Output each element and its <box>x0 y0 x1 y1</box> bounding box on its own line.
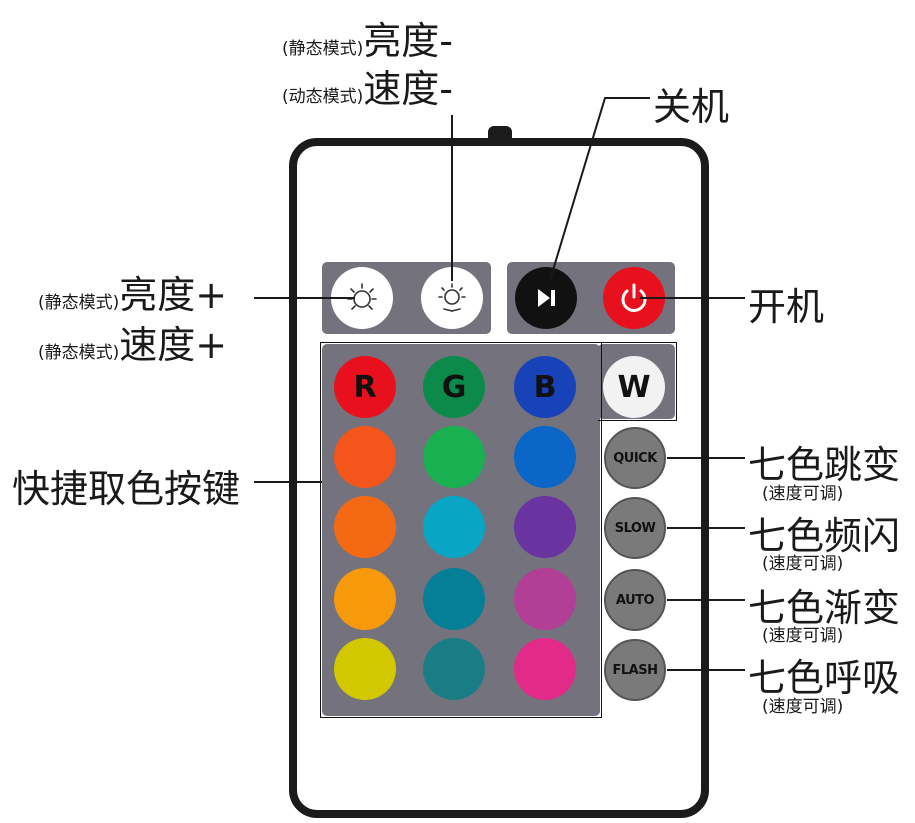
color-button-mid-blue[interactable] <box>514 426 576 488</box>
static-mode-note: (静态模式) <box>282 39 364 59</box>
play-pause-button[interactable] <box>515 267 577 329</box>
green-button[interactable]: G <box>423 356 485 418</box>
dynamic-mode-note: (动态模式) <box>282 87 364 107</box>
slow-label: SLOW <box>614 520 656 536</box>
brightness-down-text: 亮度- <box>363 19 453 63</box>
flash-label: FLASH <box>612 662 658 678</box>
color-button-yellow[interactable] <box>334 638 396 700</box>
color-button-magenta[interactable] <box>514 568 576 630</box>
color-group-label: 快捷取色按键 <box>12 467 241 511</box>
white-label: W <box>617 369 651 405</box>
red-label: R <box>353 369 377 405</box>
color-button-orange[interactable] <box>334 496 396 558</box>
quick-label: QUICK <box>613 450 657 466</box>
color-button-dark-teal[interactable] <box>423 638 485 700</box>
color-button-teal[interactable] <box>423 568 485 630</box>
auto-mode-title: 七色渐变 <box>748 586 901 630</box>
quick-mode-note: (速度可调) <box>762 484 844 504</box>
power-on-label: 开机 <box>748 285 825 329</box>
flash-mode-title: 七色呼吸 <box>748 656 901 700</box>
green-label: G <box>441 369 467 405</box>
auto-mode-note: (速度可调) <box>762 626 844 646</box>
red-button[interactable]: R <box>334 356 396 418</box>
brightness-up-text: 亮度+ <box>119 273 228 317</box>
play-pause-icon <box>538 289 555 307</box>
color-button-amber[interactable] <box>334 568 396 630</box>
sun-down-icon <box>438 283 466 312</box>
brightness-up-label: (静态模式)亮度+ <box>38 264 227 319</box>
quick-button[interactable]: QUICK <box>604 427 666 489</box>
color-button-orange-red[interactable] <box>334 426 396 488</box>
blue-label: B <box>533 369 557 405</box>
speed-up-text: 速度+ <box>119 323 228 367</box>
auto-button[interactable]: AUTO <box>604 569 666 631</box>
color-button-purple[interactable] <box>514 496 576 558</box>
slow-mode-title: 七色频闪 <box>748 514 901 558</box>
color-button-pink[interactable] <box>514 638 576 700</box>
speed-down-label: (动态模式)速度- <box>282 58 453 113</box>
auto-label: AUTO <box>615 592 655 608</box>
white-button[interactable]: W <box>603 356 665 418</box>
slow-mode-note: (速度可调) <box>762 554 844 574</box>
flash-button[interactable]: FLASH <box>604 639 666 701</box>
speed-down-text: 速度- <box>363 67 453 111</box>
static-mode-note: (静态模式) <box>38 293 120 313</box>
blue-button[interactable]: B <box>514 356 576 418</box>
speed-up-label: (静态模式)速度+ <box>38 314 227 369</box>
power-off-label: 关机 <box>653 85 730 129</box>
color-button-light-green[interactable] <box>423 426 485 488</box>
sun-up-icon <box>347 283 377 310</box>
flash-mode-note: (速度可调) <box>762 697 844 717</box>
ir-emitter <box>488 126 512 140</box>
brightness-down-label: (静态模式)亮度- <box>282 10 453 65</box>
quick-mode-title: 七色跳变 <box>748 443 901 487</box>
color-button-cyan[interactable] <box>423 496 485 558</box>
slow-button[interactable]: SLOW <box>604 497 666 559</box>
static-mode-note: (静态模式) <box>38 343 120 363</box>
